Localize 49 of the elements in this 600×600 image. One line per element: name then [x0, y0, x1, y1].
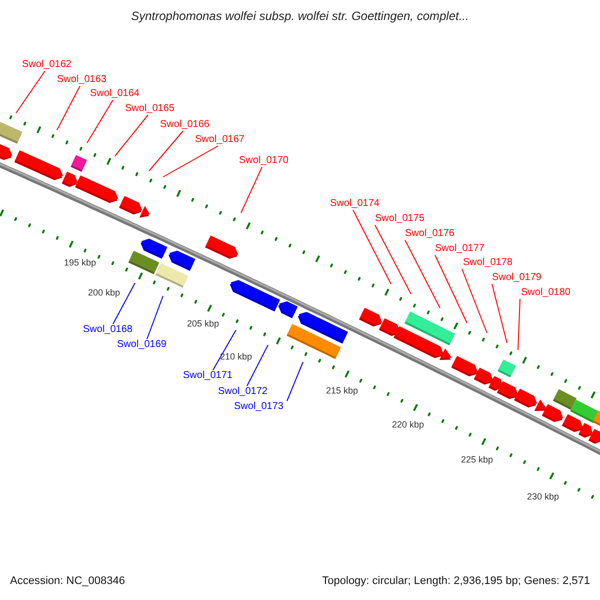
leader-line	[162, 146, 218, 178]
gene-label: Swol_0179	[492, 272, 542, 284]
leader-line	[462, 268, 488, 334]
gene-label: Swol_0178	[463, 257, 512, 269]
gene-label: Swol_0172	[218, 386, 268, 398]
tick-label: 215 kbp	[326, 386, 358, 396]
leader-line	[352, 210, 392, 284]
leader-line	[146, 296, 164, 340]
gene-label: Swol_0180	[521, 287, 570, 299]
gene-label: Swol_0169	[117, 339, 166, 351]
gene-label: Swol_0162	[22, 59, 72, 71]
gene-label: Swol_0171	[183, 370, 232, 382]
footer-text: Topology: circular; Length: 2,936,195 bp; Genes: 2,571	[322, 575, 590, 588]
leader-line	[240, 166, 262, 214]
gene-label: Swol_0170	[239, 155, 288, 167]
gene-label: Swol_0176	[405, 228, 454, 240]
gene-label: Swol_0168	[83, 324, 132, 336]
leader-line	[112, 282, 136, 324]
leader-line	[56, 86, 80, 130]
leader-line	[492, 284, 508, 344]
leader-line	[86, 100, 114, 144]
tick-label: 200 kbp	[88, 288, 120, 298]
gene-label: Swol_0167	[195, 134, 244, 146]
gene-label: Swol_0177	[435, 243, 484, 255]
tick-label: 195 kbp	[64, 258, 96, 268]
leader-line	[114, 114, 148, 156]
gene-label: Swol_0165	[125, 103, 174, 115]
leader-line	[286, 362, 304, 402]
leader-line	[404, 240, 440, 308]
leader-line	[148, 130, 184, 172]
tick-label: 205 kbp	[186, 318, 220, 330]
leader-line	[374, 224, 412, 294]
leader-line	[212, 330, 236, 370]
gene-label: Swol_0166	[160, 119, 210, 131]
leader-line	[518, 298, 520, 350]
gene-label: Swol_0175	[375, 213, 424, 225]
tick-label: 220 kbp	[392, 420, 424, 430]
gene-label: Swol_0164	[90, 88, 140, 100]
tick-label: 210 kbp	[220, 352, 252, 362]
tick-label: 225 kbp	[460, 454, 494, 466]
map-title: Syntrophomonas wolfei subsp. wolfei str. Goettingen, complet...	[130, 9, 470, 23]
gene-label: Swol_0174	[330, 198, 380, 210]
leader-line	[16, 70, 46, 114]
footer-text: Accession: NC_008346	[10, 575, 125, 588]
tick-label: 230 kbp	[526, 492, 560, 502]
gene-label: Swol_0163	[57, 74, 106, 86]
gene-label: Swol_0173	[234, 401, 284, 413]
leader-line	[434, 254, 468, 324]
leader-line	[246, 344, 268, 386]
